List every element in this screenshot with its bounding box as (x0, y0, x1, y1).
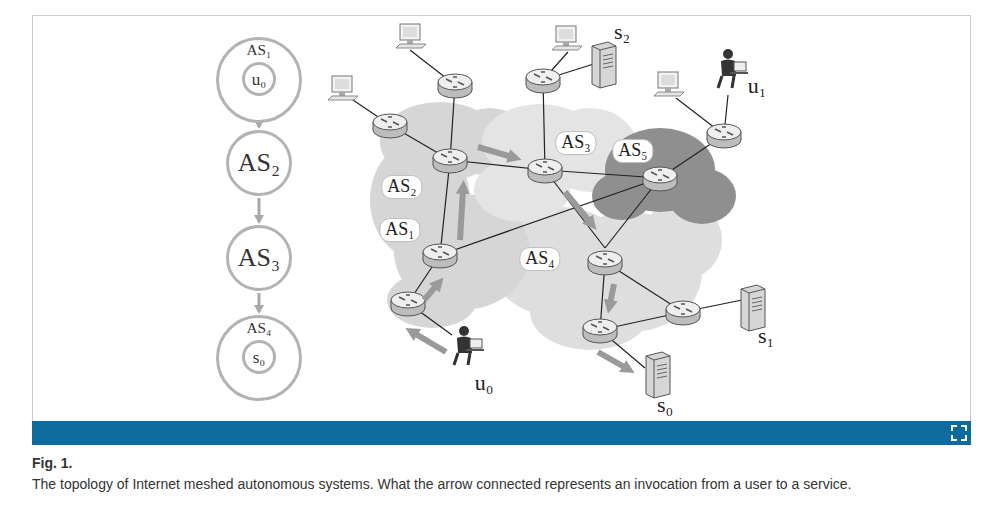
as-circle: AS₄ s₀ (216, 315, 302, 401)
host-label: s₀ (657, 393, 673, 417)
node-label: AS₄ (219, 318, 299, 335)
as-circle: AS₁ u₀ (216, 37, 302, 123)
node-label: AS₂ (238, 150, 280, 176)
host-label: u₁ (748, 74, 767, 98)
as-tag: AS₂ (381, 175, 422, 199)
node-label: u₀ (252, 71, 266, 88)
host-label: s₁ (758, 324, 774, 348)
expand-icon (951, 425, 967, 441)
as-tag: AS₃ (555, 131, 596, 155)
as-circle: AS₃ (226, 225, 292, 291)
as-tag: AS₁ (379, 218, 420, 242)
host-label: u₀ (475, 371, 494, 395)
host-label: s₂ (614, 20, 630, 44)
inner-circle: u₀ (242, 62, 276, 96)
invocation-arrow (258, 198, 261, 222)
as-tag: AS₅ (612, 139, 653, 163)
figure-bar (32, 421, 971, 445)
invocation-arrow (258, 293, 261, 312)
as-circle: AS₂ (226, 130, 292, 196)
as-tag: AS₄ (519, 247, 560, 271)
inner-circle: s₀ (242, 340, 276, 374)
node-label: AS₃ (238, 245, 280, 271)
figure-caption: The topology of Internet meshed autonomo… (32, 474, 967, 494)
node-label: AS₁ (219, 40, 299, 57)
node-label: s₀ (253, 349, 266, 366)
invocation-arrow (258, 125, 261, 127)
figure-title: Fig. 1. (32, 455, 72, 471)
